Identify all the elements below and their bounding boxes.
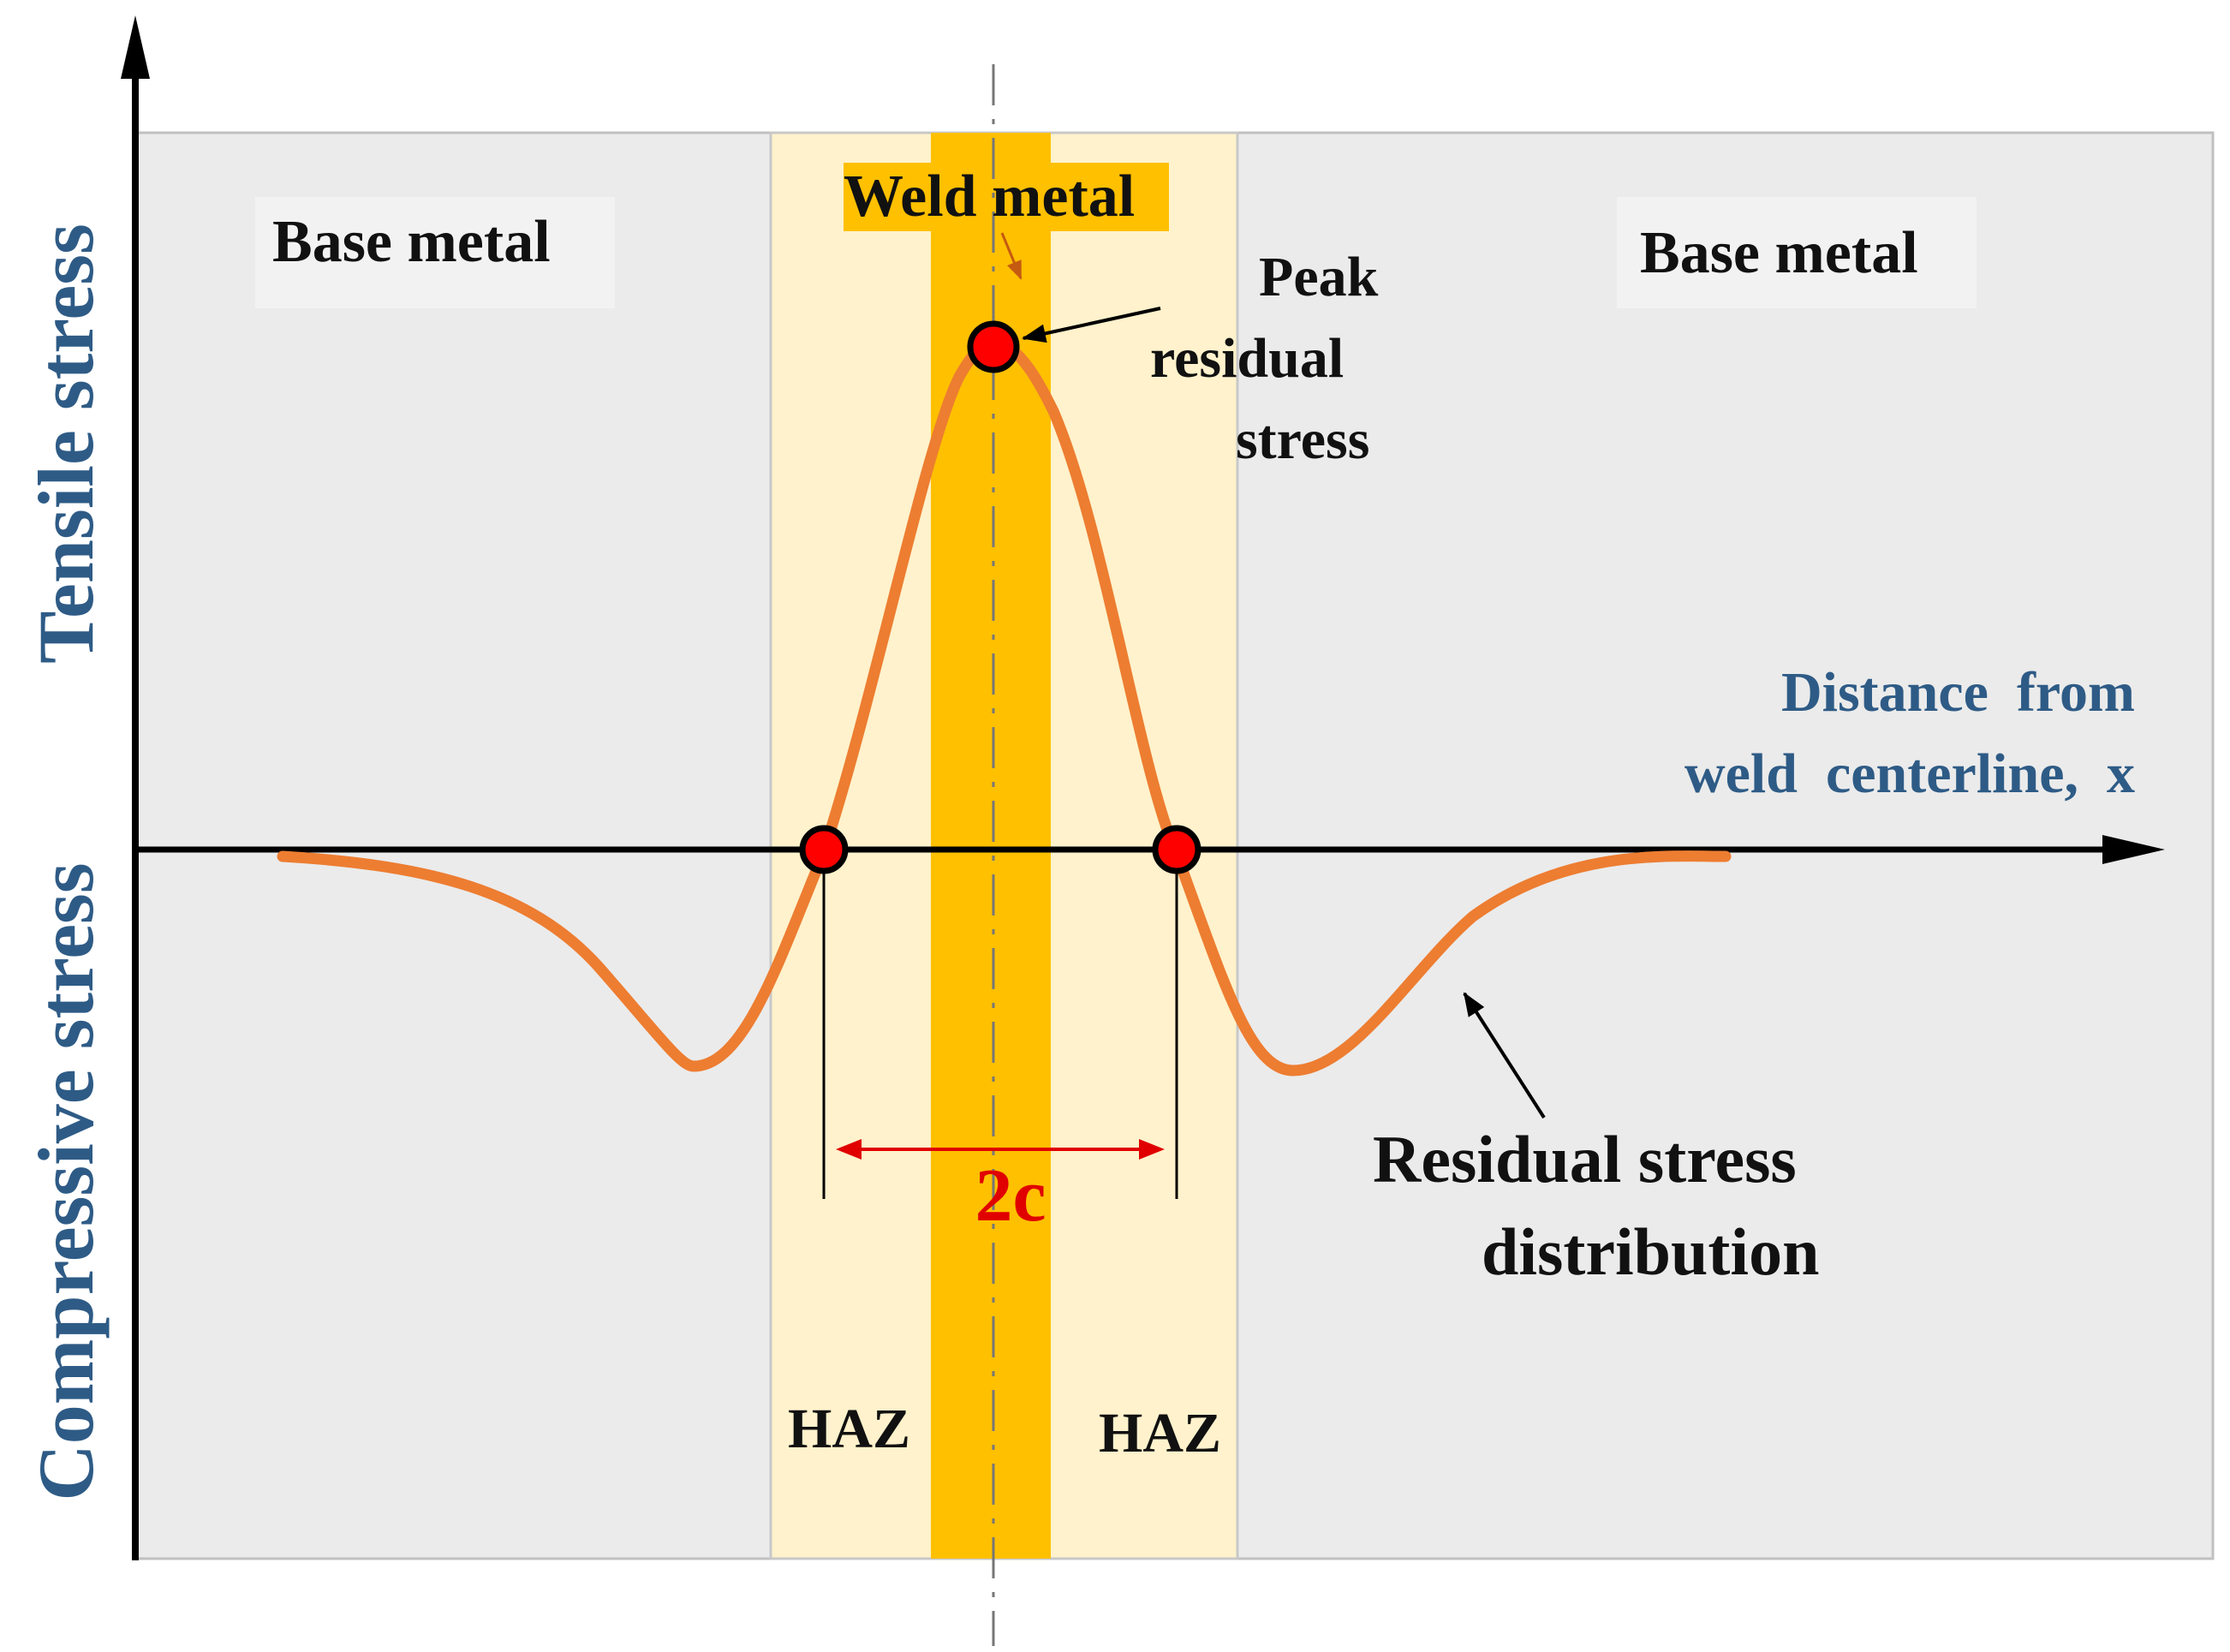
curve-label-line2: distribution [1482, 1214, 1819, 1289]
peak-label-line2: residual [1150, 327, 1344, 390]
y-axis-arrowhead [121, 15, 150, 79]
dimension-arrowhead-right [1139, 1139, 1165, 1160]
base-metal-right-label: Base metal [1640, 220, 1918, 286]
curve-label-line1: Residual stress [1373, 1122, 1797, 1196]
base-metal-right-label-bg [1617, 197, 1977, 308]
weld-metal-label-bg [844, 163, 1169, 231]
x-axis-label-line1: Distance from [1781, 661, 2135, 724]
weld-metal-label: Weld metal [844, 164, 1135, 230]
x-axis-arrowhead [2102, 835, 2165, 864]
peak-label-line3: stress [1236, 409, 1369, 471]
weld-metal-pointer [1000, 232, 1023, 280]
y-axis-label-tensile: Tensile stress [22, 224, 110, 664]
zero-crossing-point-right [1152, 825, 1201, 874]
base-metal-left-label-bg [255, 197, 615, 308]
peak-pointer [1022, 307, 1161, 343]
y-axis-label-compressive: Compressive stress [22, 862, 110, 1500]
peak-point [967, 320, 1020, 373]
dimension-arrowhead-left [836, 1139, 862, 1160]
base-metal-left-label: Base metal [272, 209, 551, 275]
haz-right-label: HAZ [1099, 1402, 1221, 1464]
zero-crossing-point-left [799, 825, 849, 874]
x-axis-label-line2: weld centerline, x [1684, 743, 2135, 805]
dimension-label: 2c [975, 1154, 1046, 1238]
haz-left-label: HAZ [788, 1398, 910, 1460]
peak-label-line1: Peak [1259, 246, 1379, 308]
curve-pointer [1463, 992, 1546, 1119]
